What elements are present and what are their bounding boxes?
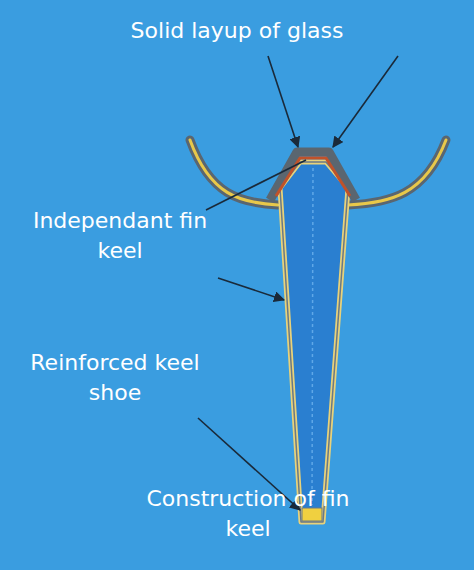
- caption: Construction of fin keel: [132, 484, 364, 544]
- part-label: Independant fin keel: [30, 206, 210, 266]
- leader-lines: [198, 56, 398, 510]
- glass-layup: [270, 152, 356, 200]
- part-label: Reinforced keel shoe: [30, 348, 200, 408]
- part-label: Solid layup of glass: [92, 16, 382, 46]
- fin-keel: [280, 162, 348, 522]
